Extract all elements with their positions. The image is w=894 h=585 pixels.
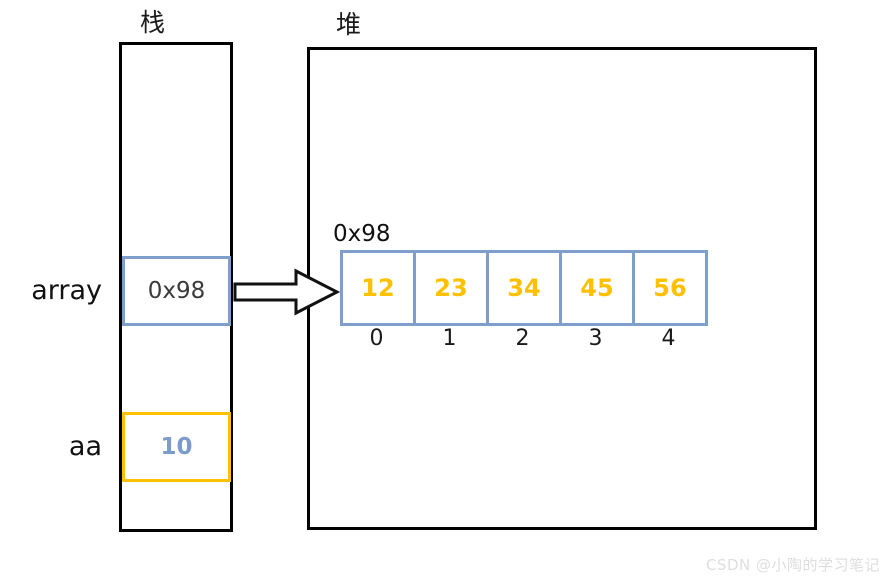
heap-address-label: 0x98 (333, 221, 391, 247)
heap-array: 12 23 34 45 56 (340, 250, 708, 326)
variable-label-aa: aa (68, 431, 102, 462)
stack-slot-aa-value: 10 (160, 434, 193, 460)
stack-slot-array: 0x98 (122, 256, 231, 326)
array-cell-value: 34 (507, 274, 541, 302)
array-cell: 23 (413, 250, 489, 326)
array-cell-value: 23 (434, 274, 468, 302)
array-cell-value: 56 (653, 274, 687, 302)
array-index: 3 (559, 328, 632, 356)
array-cell: 45 (559, 250, 635, 326)
array-cell-value: 45 (580, 274, 614, 302)
array-cell: 12 (340, 250, 416, 326)
stack-region-label: 栈 (140, 8, 166, 37)
array-index-label: 2 (515, 326, 530, 351)
block-arrow-right-icon (233, 268, 340, 316)
array-index-label: 4 (661, 326, 676, 351)
variable-label-array: array (31, 275, 102, 306)
array-index-label: 1 (442, 326, 457, 351)
array-cell: 56 (632, 250, 708, 326)
array-cell-value: 12 (361, 274, 395, 302)
watermark: CSDN @小陶的学习笔记 (705, 556, 880, 574)
array-index: 4 (632, 328, 705, 356)
array-index: 1 (413, 328, 486, 356)
array-index: 0 (340, 328, 413, 356)
array-cell: 34 (486, 250, 562, 326)
array-index-label: 3 (588, 326, 603, 351)
heap-region-label: 堆 (336, 10, 362, 39)
array-index: 2 (486, 328, 559, 356)
array-index-label: 0 (369, 326, 384, 351)
heap-array-index-row: 0 1 2 3 4 (340, 328, 705, 356)
stack-slot-array-value: 0x98 (147, 278, 206, 304)
stack-slot-aa: 10 (122, 412, 231, 482)
